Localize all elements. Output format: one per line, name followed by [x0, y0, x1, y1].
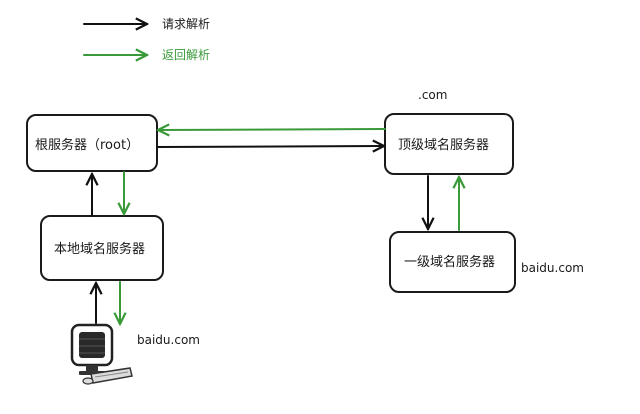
- root-server-node: 根服务器（root）: [26, 114, 158, 172]
- tld-domain-note: .com: [418, 88, 447, 102]
- tld-server-label: 顶级域名服务器: [398, 137, 489, 153]
- computer-icon: [70, 323, 133, 385]
- client-domain-note: baidu.com: [137, 333, 200, 347]
- arrow-tld-to-root-response: [158, 129, 386, 130]
- legend: 请求解析 返回解析: [83, 17, 210, 62]
- tld-server-node: 顶级域名服务器: [384, 113, 514, 175]
- local-server-label: 本地域名服务器: [54, 241, 145, 257]
- second-level-server-node: 一级域名服务器: [389, 231, 516, 293]
- second-level-server-label: 一级域名服务器: [404, 254, 495, 270]
- legend-response-label: 返回解析: [162, 48, 210, 62]
- second-domain-note: baidu.com: [521, 261, 584, 275]
- local-server-node: 本地域名服务器: [40, 215, 164, 281]
- legend-request-label: 请求解析: [162, 17, 210, 31]
- root-server-label: 根服务器（root）: [35, 137, 139, 153]
- arrow-root-to-tld-request: [156, 146, 384, 147]
